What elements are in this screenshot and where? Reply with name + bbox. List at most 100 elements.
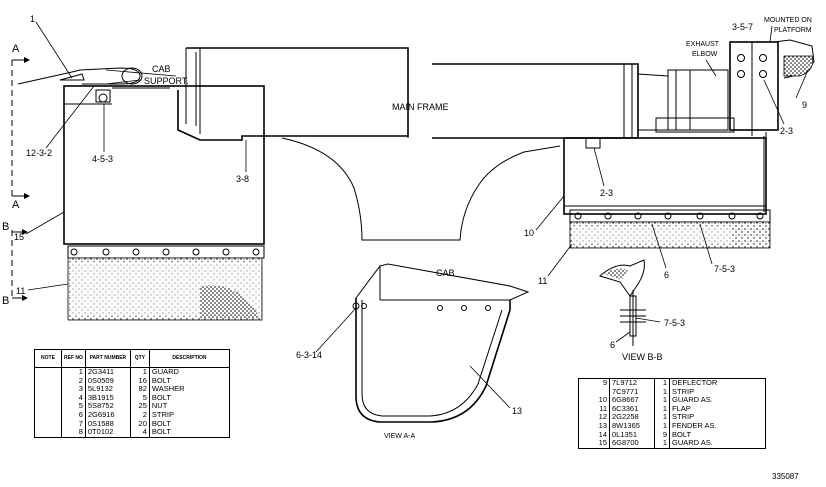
row-desc: GUARD bbox=[148, 367, 231, 377]
exhaust-elbow bbox=[637, 69, 735, 133]
label-3-8: 3-8 bbox=[236, 174, 249, 184]
parts-header-row: NOTE REF NO PART NUMBER QTY DESCRIPTION bbox=[34, 349, 231, 368]
drawing-number: 335087 bbox=[772, 472, 799, 481]
section-a-bottom: A bbox=[12, 199, 20, 211]
main-frame-left bbox=[177, 47, 409, 141]
callout-labels: 1 CAB SUPPORT. MAIN FRAME EXHAUST ELBOW … bbox=[2, 14, 812, 440]
label-11-right: 11 bbox=[538, 276, 547, 286]
header-ref-no: REF NO bbox=[61, 349, 86, 368]
row-qty: 1 bbox=[654, 404, 670, 414]
row-desc: BOLT bbox=[669, 430, 766, 440]
row-desc: NUT bbox=[148, 402, 231, 411]
frame-hanger bbox=[281, 136, 561, 241]
row-qty: 1 bbox=[654, 413, 670, 422]
main-frame-right bbox=[432, 63, 639, 139]
label-11-left: 11 bbox=[16, 286, 25, 296]
row-qty: 1 bbox=[654, 378, 670, 388]
label-mounted-on: MOUNTED ON bbox=[764, 17, 812, 24]
left-flap bbox=[67, 245, 265, 321]
header-qty: QTY bbox=[129, 349, 150, 368]
row-desc: GUARD AS. bbox=[669, 396, 766, 405]
header-description: DESCRIPTION bbox=[148, 349, 231, 368]
row-qty: 1 bbox=[654, 438, 670, 449]
label-3-5-7: 3-5-7 bbox=[732, 22, 753, 32]
row-desc: GUARD AS. bbox=[669, 438, 766, 449]
label-1: 1 bbox=[30, 14, 35, 24]
section-lines bbox=[11, 57, 30, 301]
row-part: 0T0102 bbox=[84, 427, 131, 438]
parts-list-left: NOTE REF NO PART NUMBER QTY DESCRIPTION … bbox=[34, 349, 231, 438]
view-aa-fender bbox=[352, 263, 530, 423]
row-desc: BOLT bbox=[148, 419, 231, 429]
label-main-frame: MAIN FRAME bbox=[392, 102, 449, 112]
label-elbow: ELBOW bbox=[692, 51, 718, 58]
row-desc: STRIP bbox=[148, 410, 231, 420]
row-desc: BOLT bbox=[148, 393, 231, 403]
label-10: 10 bbox=[524, 228, 534, 238]
row-note bbox=[34, 393, 62, 403]
label-cab-view-aa: CAB bbox=[436, 268, 455, 278]
view-bb-detail bbox=[598, 259, 646, 346]
section-a-top: A bbox=[12, 43, 20, 55]
label-7-5-3-upper: 7-5-3 bbox=[714, 264, 735, 274]
row-desc: BOLT bbox=[148, 427, 231, 438]
left-guard bbox=[63, 85, 265, 245]
row-desc: BOLT bbox=[148, 376, 231, 386]
right-guard bbox=[563, 132, 771, 249]
row-desc: STRIP bbox=[669, 413, 766, 422]
label-cab: CAB bbox=[152, 64, 171, 74]
label-15: 15 bbox=[14, 232, 24, 242]
label-4-5-3: 4-5-3 bbox=[92, 154, 113, 164]
row-qty: 1 bbox=[654, 387, 670, 397]
row-ref: 15 bbox=[578, 438, 610, 449]
label-13: 13 bbox=[512, 406, 522, 416]
row-qty: 1 bbox=[654, 396, 670, 405]
row-qty: 1 bbox=[654, 421, 670, 431]
label-12-3-2: 12-3-2 bbox=[26, 148, 52, 158]
row-desc: FENDER AS. bbox=[669, 421, 766, 431]
section-b-top: B bbox=[2, 221, 9, 233]
row-desc: STRIP bbox=[669, 387, 766, 397]
row-desc: DEFLECTOR bbox=[669, 378, 766, 388]
label-2-3-right: 2-3 bbox=[780, 126, 793, 136]
label-9: 9 bbox=[802, 100, 807, 110]
label-view-bb: VIEW B-B bbox=[622, 352, 663, 362]
row-part: 6G8700 bbox=[609, 438, 655, 449]
row-desc: FLAP bbox=[669, 404, 766, 414]
platform-bracket bbox=[729, 39, 815, 212]
row-note bbox=[34, 410, 62, 420]
row-ref: 9 bbox=[578, 378, 610, 388]
row-desc: WASHER bbox=[148, 385, 231, 394]
label-6-3-14: 6-3-14 bbox=[296, 350, 322, 360]
label-exhaust: EXHAUST bbox=[686, 41, 720, 48]
label-platform: PLATFORM bbox=[774, 27, 812, 34]
leader-lines bbox=[25, 21, 809, 409]
row-note bbox=[34, 419, 62, 429]
header-part-number: PART NUMBER bbox=[84, 349, 131, 368]
header-note: NOTE bbox=[34, 349, 62, 368]
row-qty: 4 bbox=[129, 427, 150, 438]
label-7-5-3-lower: 7-5-3 bbox=[664, 318, 685, 328]
row-note bbox=[34, 402, 62, 411]
label-view-aa: VIEW A-A bbox=[384, 433, 415, 440]
row-qty: 9 bbox=[654, 430, 670, 440]
row-note bbox=[34, 428, 62, 438]
row-note bbox=[34, 385, 62, 394]
